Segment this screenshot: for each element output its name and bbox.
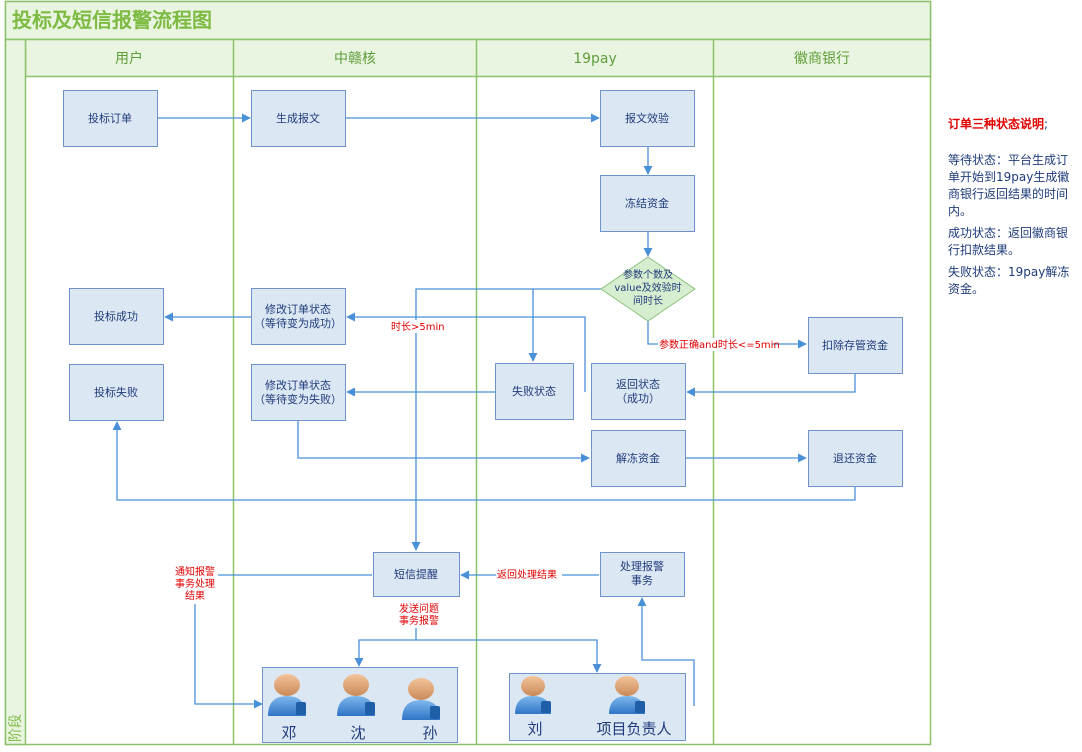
edge-refund-to-bid-fail [112,421,856,501]
people-group-2: 刘 项目负责人 [509,673,686,741]
person-icon [515,676,551,714]
svg-text:间时长: 间时长 [633,294,663,307]
box-bid-fail: 投标失败 [69,364,164,421]
lane-header-user: 用户 [115,50,143,67]
edge-decision-timeout [411,288,601,551]
person-name: 邓 [281,724,296,742]
box-msg-verify: 报文效验 [600,90,695,147]
svg-text:修改订单状态: 修改订单状态 [265,302,331,316]
label-return-result: 返回处理结果 [497,568,557,581]
box-fail-state: 失败状态 [495,363,574,420]
svg-text:参数个数及: 参数个数及 [623,268,673,281]
svg-text:处理报警: 处理报警 [620,559,664,573]
box-return-state: 返回状态 （成功） [591,363,686,420]
svg-text:修改订单状态: 修改订单状态 [265,378,331,392]
svg-text:返回状态: 返回状态 [616,377,660,391]
person-name: 孙 [422,724,437,742]
person-name: 刘 [527,720,542,738]
notes-title-text: 订单三种状态说明 [948,117,1045,131]
svg-text:（成功）: （成功） [616,392,660,405]
svg-text:value及效验时: value及效验时 [614,281,681,294]
people-group-1: 邓 沈 孙 [262,667,458,743]
svg-text:退还资金: 退还资金 [833,451,877,465]
svg-text:（等待变为成功）: （等待变为成功） [254,316,342,330]
box-deduct: 扣除存管资金 [808,317,903,374]
edge-sms-to-group2 [416,639,602,673]
svg-text:冻结资金: 冻结资金 [625,196,669,210]
svg-text:投标失败: 投标失败 [94,385,138,399]
notes-title: 订单三种状态说明; [948,116,1072,133]
person-name: 项目负责人 [596,720,671,738]
svg-text:投标订单: 投标订单 [88,111,132,125]
box-modify-fail: 修改订单状态 （等待变为失败） [251,364,346,421]
connectors [112,113,856,709]
person-icon [609,676,645,714]
svg-text:报文效验: 报文效验 [625,111,669,125]
svg-text:投标成功: 投标成功 [94,309,138,323]
person-icon [402,678,440,720]
svg-text:生成报文: 生成报文 [276,111,320,125]
box-handle-alarm: 处理报警 事务 [600,552,685,597]
box-freeze: 冻结资金 [600,175,695,232]
svg-text:事务: 事务 [631,574,653,587]
person-icon [268,674,306,716]
diagram-title: 投标及短信报警流程图 [12,8,212,32]
decision-params: 参数个数及 value及效验时 间时长 [600,256,696,322]
person-icon [337,674,375,716]
label-send-issue-2: 事务报警 [399,614,439,627]
label-notify-1: 通知报警 [175,565,215,578]
lane-header-zhonggan: 中赣核 [334,51,376,67]
edge-labels: 时长>5min 参数正确and时长<=5min 返回处理结果 通知报警 事务处理… [172,320,780,628]
box-refund: 退还资金 [808,430,903,487]
edge-modify-fail-to-unfreeze [297,421,590,463]
box-unfreeze: 解冻资金 [591,430,686,487]
svg-text:短信提醒: 短信提醒 [394,567,438,581]
box-gen-msg: 生成报文 [251,90,346,147]
svg-text:失败状态: 失败状态 [512,384,556,398]
svg-text:解冻资金: 解冻资金 [616,451,660,465]
person-name: 沈 [350,724,365,742]
edge-return-to-modify-success [346,312,586,392]
stage-label: 阶段 [8,714,24,742]
box-bid-order: 投标订单 [63,90,158,147]
label-send-issue-1: 发送问题 [399,602,439,615]
lane-header-19pay: 19pay [573,51,617,67]
notes-title-suffix: ; [1044,117,1049,131]
edge-group2-to-handle [637,597,695,706]
label-notify-3: 结果 [185,589,205,602]
box-modify-success: 修改订单状态 （等待变为成功） [251,288,346,345]
lane-header-bank: 徽商银行 [794,51,850,67]
note-success: 成功状态：返回徽商银行扣款结果。 [948,226,1069,257]
box-bid-success: 投标成功 [69,288,164,345]
svg-text:（等待变为失败）: （等待变为失败） [254,392,342,406]
label-ok: 参数正确and时长<=5min [659,338,780,351]
note-waiting: 等待状态：平台生成订单开始到19pay生成徽商银行返回结果的时间内。 [948,153,1070,218]
label-notify-2: 事务处理 [175,577,215,590]
svg-text:扣除存管资金: 扣除存管资金 [822,338,888,352]
box-sms: 短信提醒 [373,552,460,597]
edge-deduct-to-return [686,374,856,397]
edge-sms-notify-user [194,574,372,709]
label-timeout: 时长>5min [391,321,445,333]
note-failure: 失败状态：19pay解冻资金。 [948,265,1070,296]
